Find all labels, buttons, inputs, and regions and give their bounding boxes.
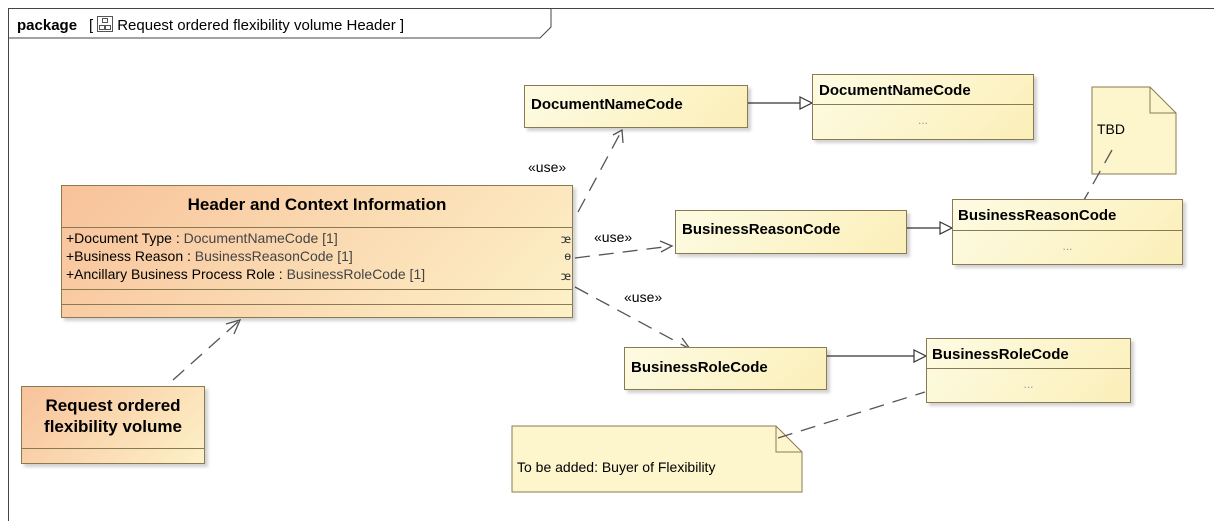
use-dependency-role (574, 286, 691, 350)
frame-tab-border (8, 8, 552, 39)
frame-title: Request ordered flexibility volume Heade… (117, 17, 396, 34)
frame-keyword: package (17, 17, 78, 34)
use-label-reason: «use» (594, 229, 633, 245)
request-class-name-line2: flexibility volume (44, 417, 182, 436)
use-dependency-reason (574, 245, 673, 259)
port-icon: ꭢ (560, 269, 571, 283)
buyer-note-text: To be added: Buyer of Flexibility (517, 459, 716, 475)
attribute-ancillary-role[interactable]: +Ancillary Business Process Role : Busin… (66, 266, 426, 282)
tbd-note-shape (1091, 86, 1177, 175)
header-context-class-name: Header and Context Information (187, 195, 447, 214)
frame-bracket-close: ] (399, 17, 405, 34)
request-class-name-line1: Request ordered (45, 396, 181, 415)
request-class[interactable]: Request ordered flexibility volume (21, 386, 205, 464)
generalization-document-arrow (799, 96, 814, 110)
proxy-document-name-code[interactable]: DocumentNameCode (524, 85, 748, 128)
class-business-reason-code[interactable]: BusinessReasonCode ... (952, 199, 1183, 265)
attribute-business-reason[interactable]: +Business Reason : BusinessReasonCode [1… (66, 248, 353, 264)
tbd-note-anchor (1083, 149, 1113, 201)
port-icon: ꭢ (560, 232, 571, 246)
buyer-note-anchor (777, 391, 926, 439)
use-label-document: «use» (528, 159, 567, 175)
package-frame (8, 8, 1214, 521)
attribute-document-type[interactable]: +Document Type : DocumentNameCode [1] (66, 230, 338, 246)
request-to-header-dependency (172, 319, 241, 381)
note-shapes (511, 86, 1177, 493)
proxy-business-role-code[interactable]: BusinessRoleCode (624, 347, 827, 390)
buyer-note-shape (511, 425, 803, 493)
use-dependency-document (577, 129, 623, 213)
header-context-class[interactable]: Header and Context Information +Document… (61, 185, 573, 318)
generalization-role-arrow (913, 349, 928, 363)
use-label-role: «use» (624, 289, 663, 305)
frame-bracket-open: [ (89, 17, 94, 34)
tbd-note-text: TBD (1097, 121, 1125, 137)
class-business-role-code[interactable]: BusinessRoleCode ... (926, 338, 1131, 403)
class-diagram-icon (97, 16, 114, 32)
proxy-business-reason-code[interactable]: BusinessReasonCode (675, 210, 907, 254)
port-icon: ɵ (564, 249, 571, 263)
generalization-reason-arrow (939, 221, 954, 235)
class-document-name-code[interactable]: DocumentNameCode ... (812, 74, 1034, 140)
